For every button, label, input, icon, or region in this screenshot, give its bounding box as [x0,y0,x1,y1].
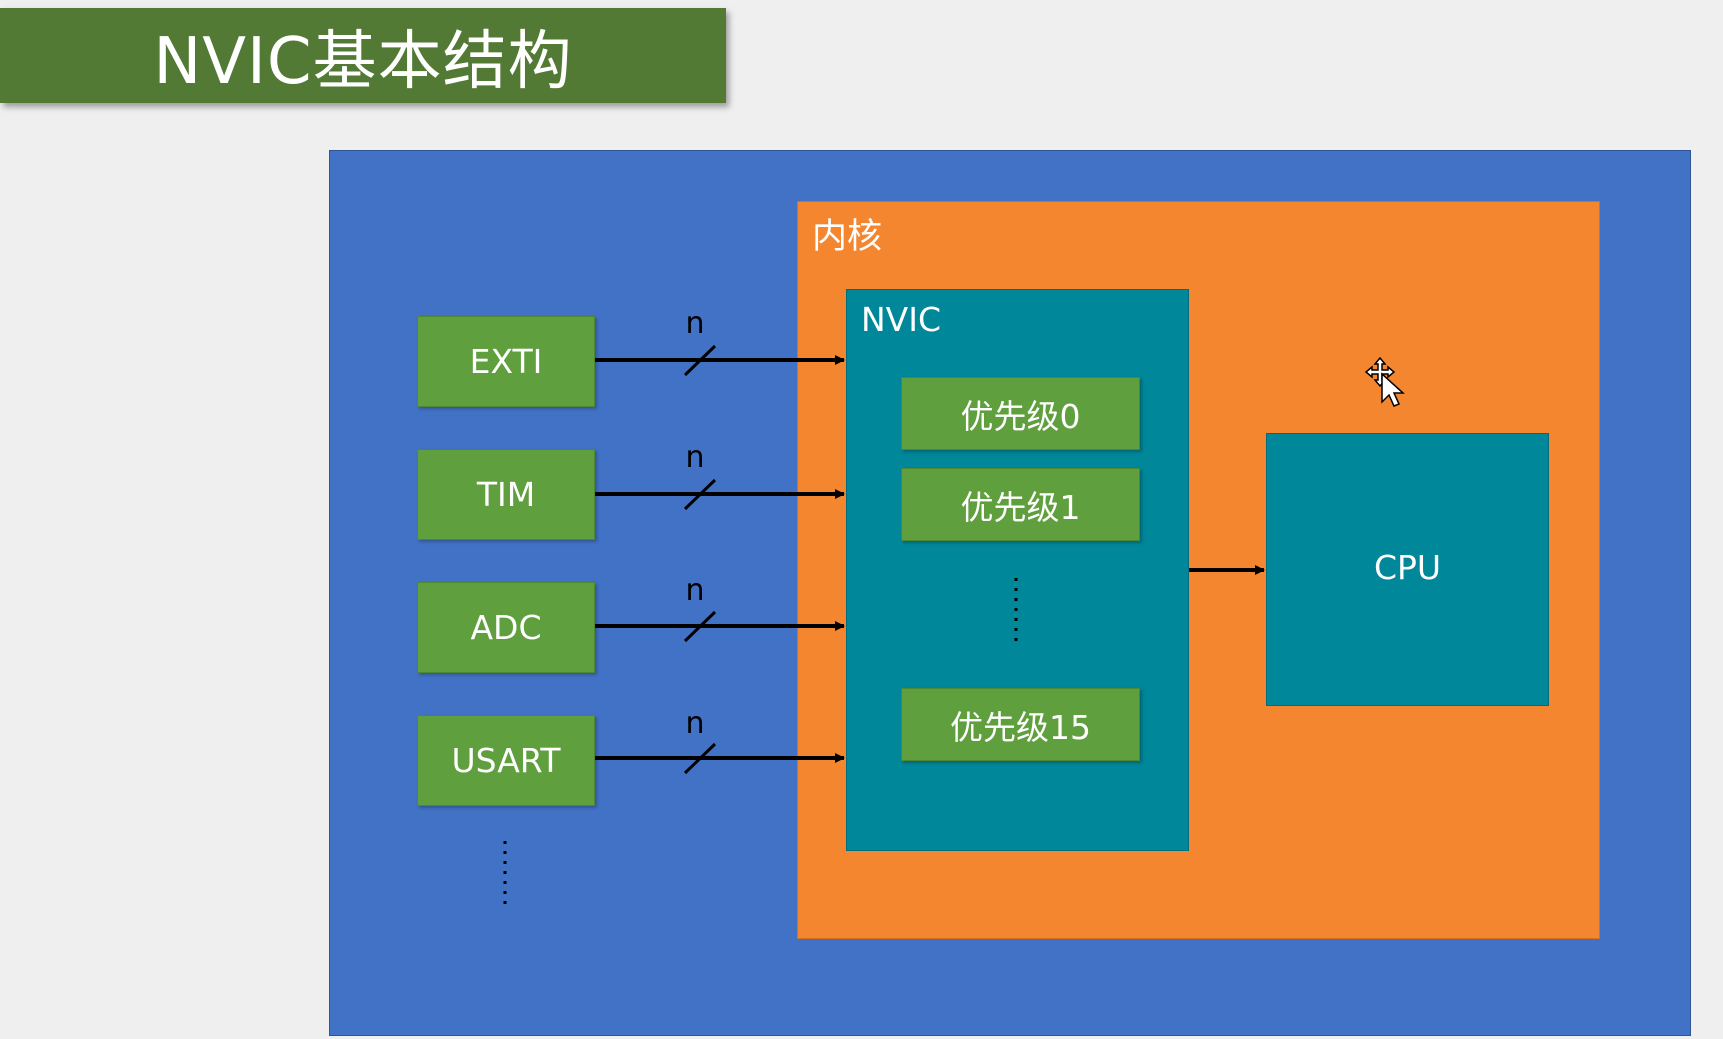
page-title: NVIC基本结构 [153,24,573,99]
bus-width-label-usart: n [685,706,705,741]
source-usart: USART [417,715,595,806]
cpu-box: CPU [1266,433,1549,706]
bus-width-label-adc: n [685,573,705,608]
cpu-label: CPU [1373,548,1442,587]
source-tim: TIM [417,449,595,540]
nvic-box [846,289,1189,851]
source-exti: EXTI [417,316,595,407]
title-banner: NVIC基本结构 [0,8,726,103]
nvic-label: NVIC [861,300,942,339]
bus-width-label-exti: n [685,306,705,341]
priority-box-1: 优先级1 [901,468,1140,541]
bus-width-label-tim: n [685,440,705,475]
priority-box-0: 优先级0 [901,377,1140,450]
source-adc: ADC [417,582,595,673]
priority-box-15: 优先级15 [901,688,1140,761]
core-label: 内核 [812,217,883,257]
